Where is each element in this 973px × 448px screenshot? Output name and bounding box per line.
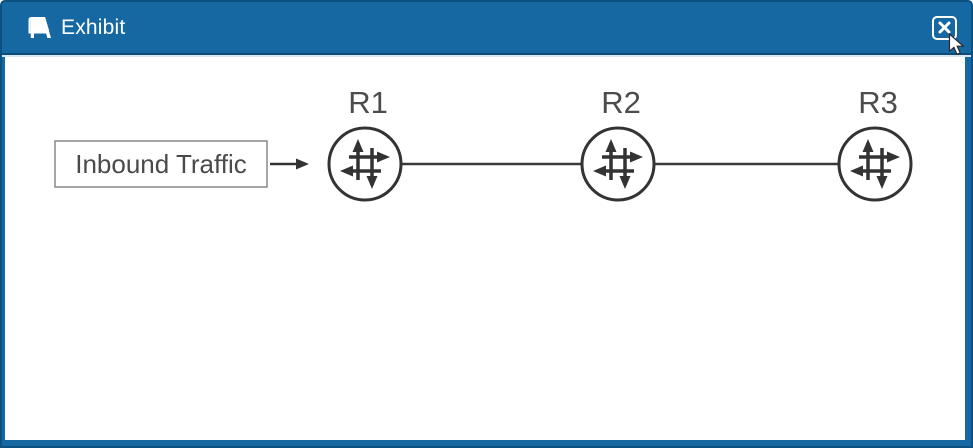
router-r2: R2 (582, 85, 654, 200)
close-x-icon (938, 21, 951, 34)
inbound-traffic-label: Inbound Traffic (75, 149, 247, 179)
inbound-traffic-box: Inbound Traffic (54, 140, 268, 188)
router-r2-label: R2 (601, 85, 641, 120)
titlebar-separator-light (2, 55, 971, 57)
juniper-router-icon (329, 128, 401, 200)
titlebar-separator-dark (2, 53, 971, 55)
juniper-router-icon (839, 128, 911, 200)
easel-exhibit-icon (28, 17, 51, 38)
topology-diagram: Inbound Traffic R1 R2 R3 (54, 85, 965, 440)
router-r1: R1 (329, 85, 401, 200)
window-title: Exhibit (61, 15, 126, 39)
router-r3-label: R3 (858, 85, 898, 120)
router-r1-label: R1 (348, 85, 388, 120)
router-r3: R3 (839, 85, 911, 200)
close-button[interactable] (932, 15, 957, 40)
titlebar[interactable]: Exhibit (2, 2, 971, 53)
juniper-router-icon (582, 128, 654, 200)
exhibit-content: Inbound Traffic R1 R2 R3 (5, 57, 965, 440)
